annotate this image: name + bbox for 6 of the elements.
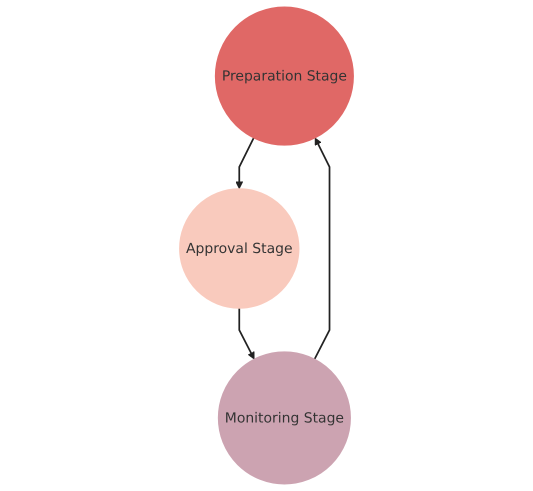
- arrow: [235, 138, 254, 190]
- arrow: [238, 308, 255, 360]
- arrow: [314, 138, 330, 360]
- node-circle: Approval Stage: [179, 188, 300, 309]
- node-circle: Preparation Stage: [214, 6, 354, 146]
- node-circle: Monitoring Stage: [218, 351, 351, 484]
